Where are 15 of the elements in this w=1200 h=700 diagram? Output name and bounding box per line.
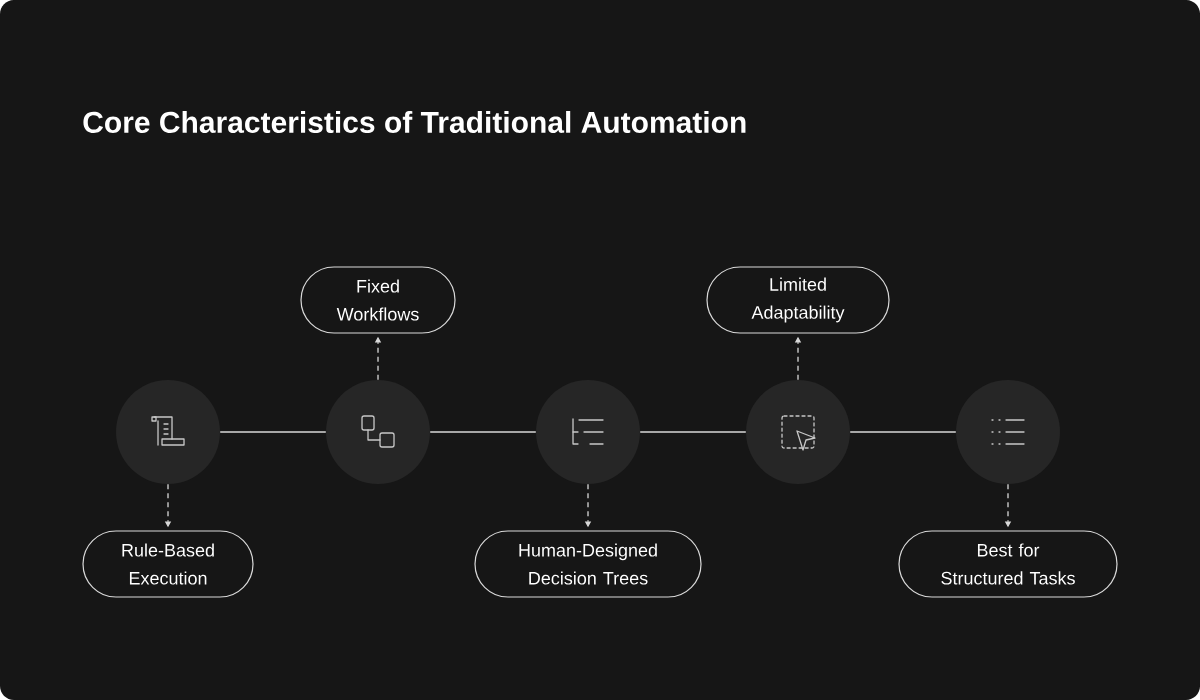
connector-line <box>219 431 327 433</box>
icon-circle <box>326 380 430 484</box>
connector-line <box>429 431 537 433</box>
label-pill: Fixed Workflows <box>300 266 456 334</box>
label-pill: Limited Adaptability <box>706 266 890 334</box>
icon-circle <box>116 380 220 484</box>
icon-circle <box>956 380 1060 484</box>
icon-circle <box>746 380 850 484</box>
title: Core Characteristics of Traditional Automation <box>83 111 746 133</box>
icon-circle <box>536 380 640 484</box>
label-pill: Human-Designed Decision Trees <box>474 530 702 598</box>
label-pill: Rule-Based Execution <box>82 530 254 598</box>
label-pill: Best for Structured Tasks <box>898 530 1118 598</box>
connector-line <box>849 431 957 433</box>
connector-line <box>639 431 747 433</box>
